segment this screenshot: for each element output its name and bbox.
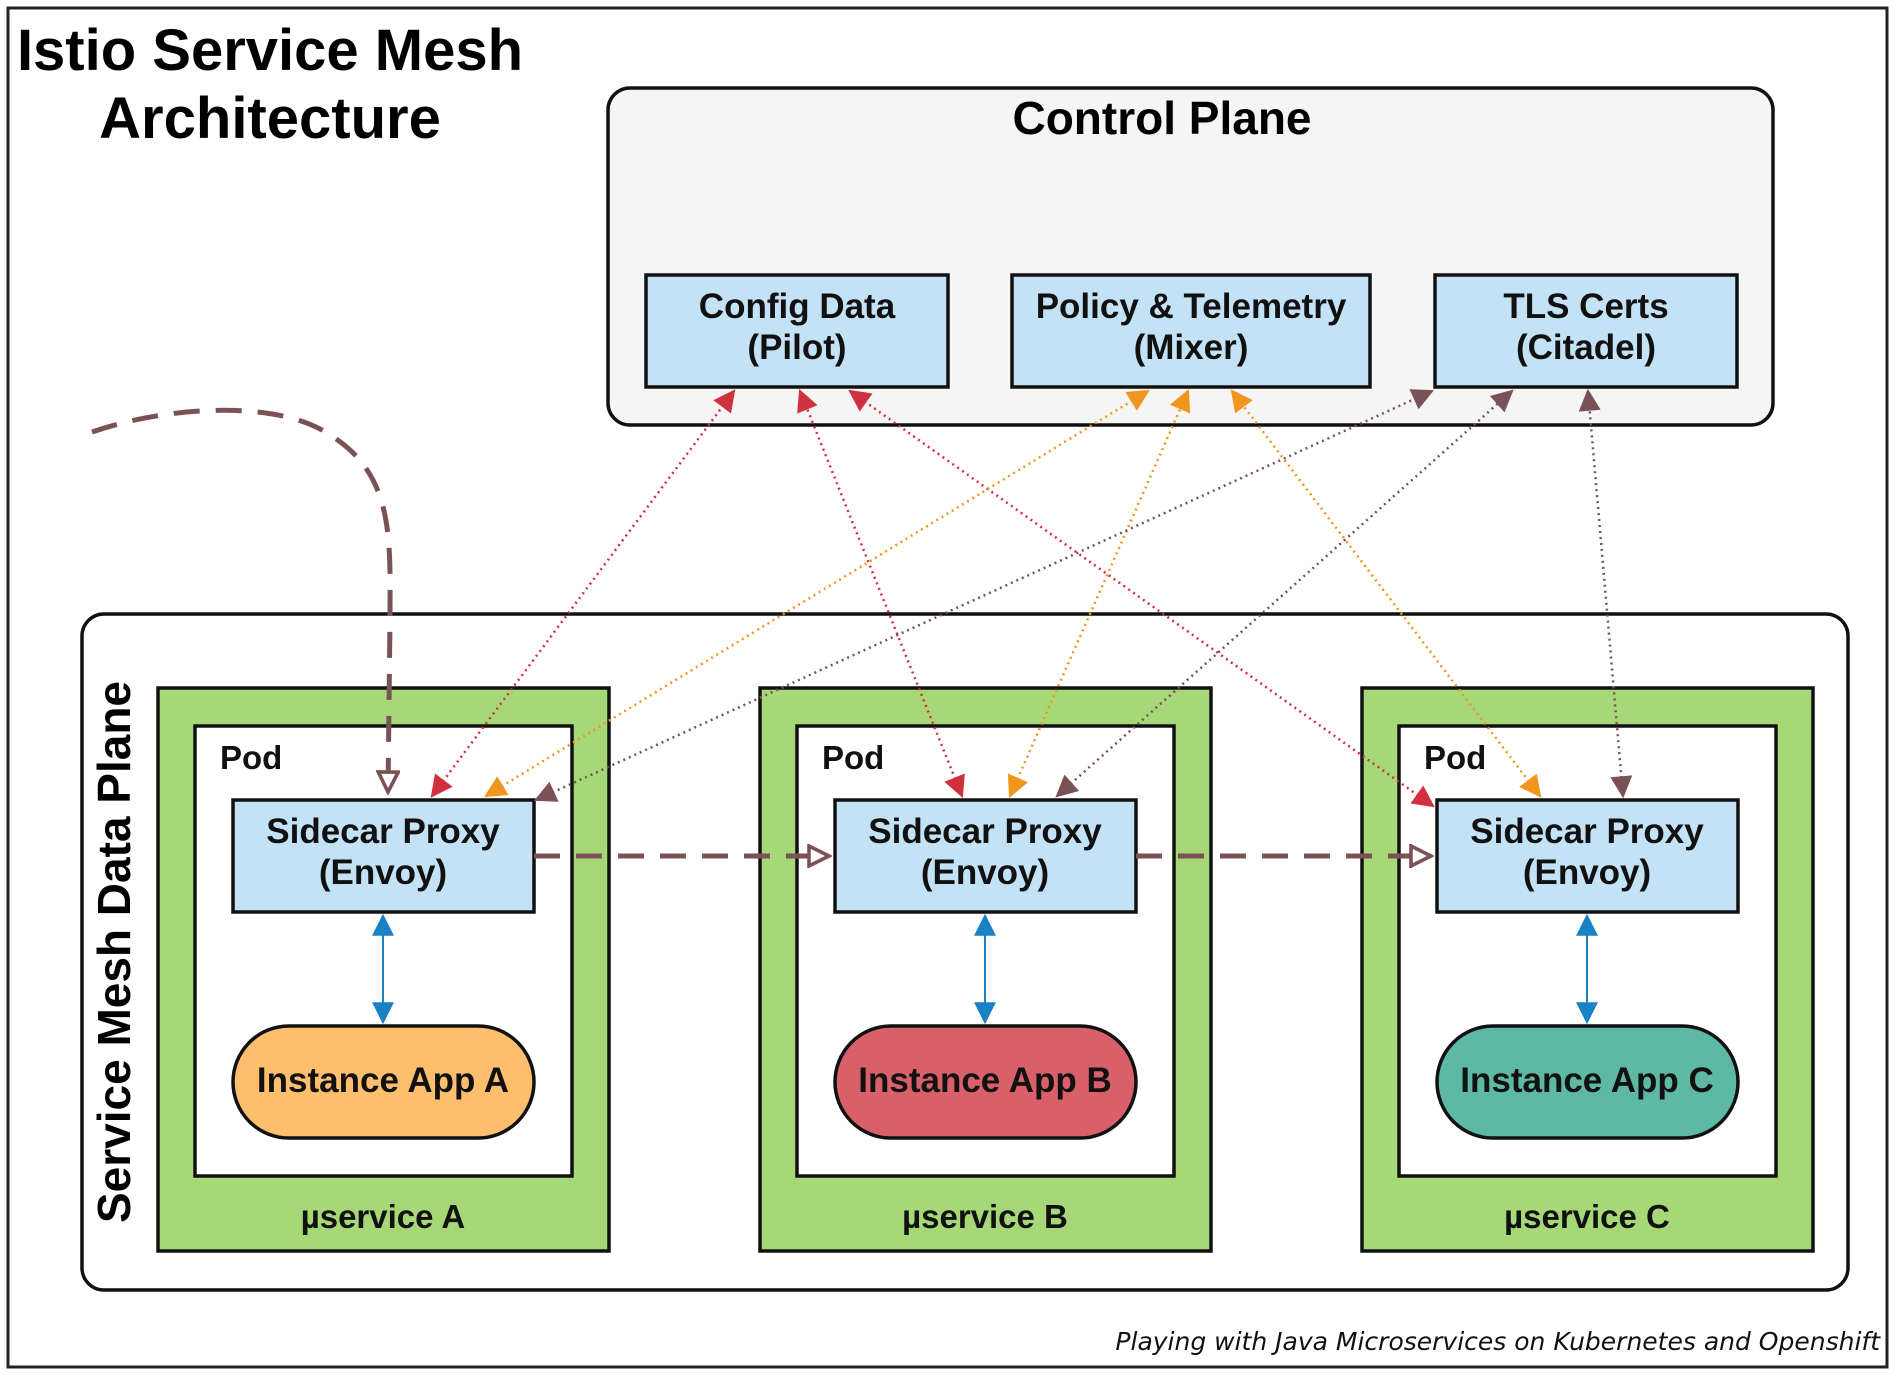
pod-c-label: Pod xyxy=(1424,739,1486,776)
app-a-label: Instance App A xyxy=(257,1061,509,1100)
pod-b-label: Pod xyxy=(822,739,884,776)
ingress-request-flow xyxy=(91,407,390,792)
component-mixer: Policy & Telemetry (Mixer) xyxy=(1010,273,1372,389)
proxy-b-box xyxy=(833,798,1138,914)
source-caption: Playing with Java Microservices on Kuber… xyxy=(1115,1327,1881,1356)
app-a-pill xyxy=(231,1024,536,1140)
pilot-label: Config Data xyxy=(699,287,896,326)
diagram-title-line1: Istio Service Mesh xyxy=(17,18,523,83)
proxy-b-label: Sidecar Proxy xyxy=(868,812,1102,851)
component-pilot: Config Data (Pilot) xyxy=(644,273,950,389)
service-a-label: µservice A xyxy=(301,1198,466,1235)
proxy-a-label: Sidecar Proxy xyxy=(266,812,500,851)
diagram-title-line2: Architecture xyxy=(99,86,441,151)
proxy-c-sublabel: (Envoy) xyxy=(1523,853,1651,892)
data-plane: Service Mesh Data Plane Pod Sidecar Prox… xyxy=(80,612,1850,1292)
component-citadel: TLS Certs (Citadel) xyxy=(1433,273,1739,389)
proxy-a-sublabel: (Envoy) xyxy=(319,853,447,892)
data-plane-label: Service Mesh Data Plane xyxy=(88,681,140,1223)
control-plane: Control Plane Config Data (Pilot) Policy… xyxy=(606,86,1775,427)
pilot-sublabel: (Pilot) xyxy=(747,328,846,367)
service-c-label: µservice C xyxy=(1504,1198,1670,1235)
control-plane-label: Control Plane xyxy=(1012,92,1311,144)
proxy-a-box xyxy=(231,798,536,914)
citadel-link-a xyxy=(533,389,1435,802)
mixer-label: Policy & Telemetry xyxy=(1036,287,1347,326)
mixer-sublabel: (Mixer) xyxy=(1134,328,1249,367)
proxy-c-box xyxy=(1435,798,1740,914)
citadel-label: TLS Certs xyxy=(1503,287,1668,326)
app-c-label: Instance App C xyxy=(1460,1061,1713,1100)
app-b-pill xyxy=(833,1024,1138,1140)
mixer-box xyxy=(1010,273,1372,389)
service-b-label: µservice B xyxy=(902,1198,1068,1235)
pilot-box xyxy=(644,273,950,389)
app-c-pill xyxy=(1435,1024,1740,1140)
citadel-box xyxy=(1433,273,1739,389)
citadel-link-c xyxy=(1578,388,1633,799)
pod-a-label: Pod xyxy=(220,739,282,776)
citadel-sublabel: (Citadel) xyxy=(1516,328,1656,367)
app-b-label: Instance App B xyxy=(858,1061,1111,1100)
proxy-b-sublabel: (Envoy) xyxy=(921,853,1049,892)
proxy-c-label: Sidecar Proxy xyxy=(1470,812,1704,851)
